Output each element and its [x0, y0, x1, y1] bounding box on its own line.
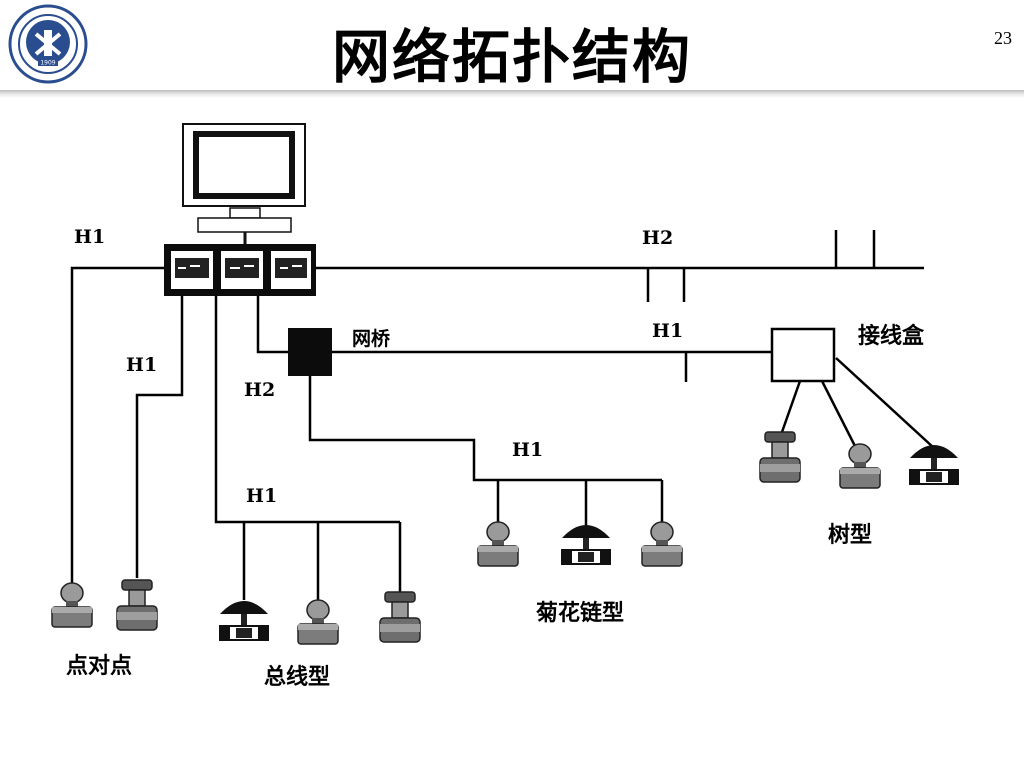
- daisy-diaphragm-valve-icon: [561, 524, 611, 565]
- label-h1-bus: H1: [246, 485, 277, 507]
- bridge-box: [288, 328, 332, 376]
- host-computer-icon: [182, 123, 306, 244]
- label-bridge: 网桥: [352, 327, 391, 350]
- label-bus-topology: 总线型: [264, 664, 330, 690]
- bus-diaphragm-valve-icon: [219, 600, 269, 641]
- label-daisy-chain-topology: 菊花链型: [536, 600, 624, 626]
- label-point-to-point-topology: 点对点: [66, 653, 132, 679]
- interface-card-rack: [164, 244, 316, 296]
- label-h1-daisy: H1: [512, 439, 543, 461]
- tree-valve-icon: [759, 431, 801, 483]
- label-h2-top: H2: [642, 227, 673, 249]
- page-number: 23: [994, 28, 1012, 48]
- university-logo: 1909: [8, 4, 88, 84]
- daisy-transmitter-icon-1: [477, 521, 519, 567]
- slide-title: 网络拓扑结构: [331, 23, 692, 91]
- label-junction-box: 接线盒: [858, 323, 925, 349]
- daisy-transmitter-icon-2: [641, 521, 683, 567]
- bus-valve-icon: [379, 591, 421, 643]
- label-h1-right: H1: [652, 320, 683, 342]
- logo-year: 1909: [40, 60, 55, 67]
- tree-diaphragm-valve-icon: [909, 444, 959, 485]
- label-h1-ptp: H1: [126, 354, 157, 376]
- header-divider: [0, 90, 1024, 98]
- ptp-valve-icon: [116, 579, 158, 631]
- label-h2-bus: H2: [244, 379, 275, 401]
- ptp-transmitter-icon: [51, 582, 93, 628]
- tree-transmitter-icon: [839, 443, 881, 489]
- label-h1-left: H1: [74, 226, 105, 248]
- network-cables: [70, 230, 935, 605]
- junction-box: [770, 327, 836, 383]
- bus-transmitter-icon: [297, 599, 339, 645]
- label-tree-topology: 树型: [828, 522, 872, 548]
